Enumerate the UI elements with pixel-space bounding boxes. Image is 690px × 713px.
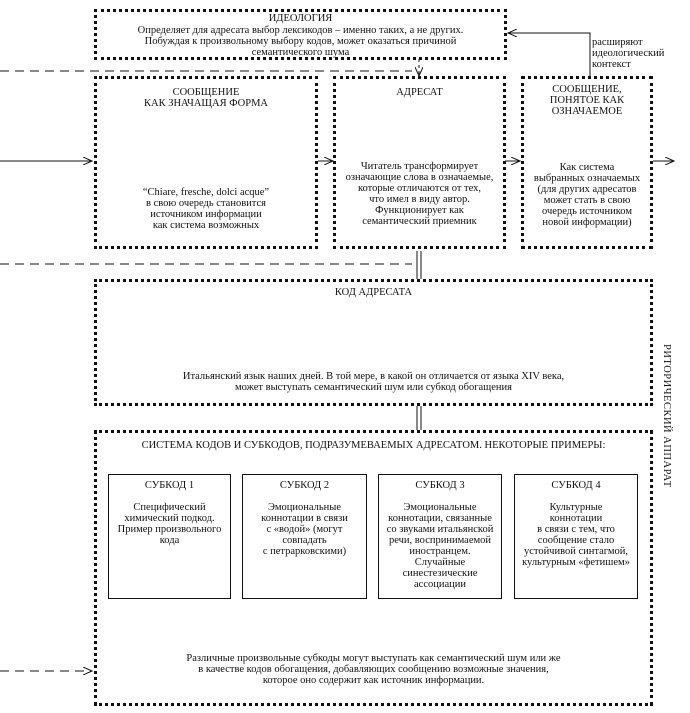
system-footer: Различные произвольные субкоды могут выс… xyxy=(186,653,561,686)
arrow-context-to-ideology xyxy=(508,33,591,76)
subcode-box-3 xyxy=(378,474,502,599)
subcode-box-2 xyxy=(242,474,367,599)
ideology-title: ИДЕОЛОГИЯ xyxy=(268,13,333,24)
message-form-box xyxy=(94,76,318,249)
subcode-2-title: СУБКОД 2 xyxy=(279,480,330,491)
rhetoric-label: РИТОРИЧЕСКИЙ АППАРАТ xyxy=(661,344,672,488)
subcode-4-title: СУБКОД 4 xyxy=(551,480,601,491)
code-title: КОД АДРЕСАТА xyxy=(334,287,413,298)
side-note: расширяют идеологический контекст xyxy=(592,37,665,70)
message-understood-box xyxy=(521,76,653,249)
system-box xyxy=(94,430,653,706)
ideology-box xyxy=(94,9,507,60)
ideology-text: Определяет для адресата выбор лексикодов… xyxy=(137,25,464,58)
code-box xyxy=(94,279,653,406)
message-form-title: СООБЩЕНИЕ КАК ЗНАЧАЩАЯ ФОРМА xyxy=(143,87,269,109)
subcode-3-title: СУБКОД 3 xyxy=(415,480,465,491)
code-text: Итальянский язык наших дней. В той мере,… xyxy=(182,371,565,393)
addressee-box xyxy=(333,76,506,249)
addressee-title: АДРЕСАТ xyxy=(396,87,443,98)
addressee-text: Читатель трансформирует означающие слова… xyxy=(345,161,494,227)
subcode-1-text: Специфический химический подкод. Пример … xyxy=(117,502,222,546)
message-form-text: “Chiare, fresche, dolci acque” в свою оч… xyxy=(142,187,270,231)
subcode-2-text: Эмоциональные коннотации в связи с «водо… xyxy=(261,502,348,557)
subcode-1-title: СУБКОД 1 xyxy=(144,480,195,491)
message-understood-title: СООБЩЕНИЕ, ПОНЯТОЕ КАК ОЗНАЧАЕМОЕ xyxy=(549,84,625,117)
system-title: СИСТЕМА КОДОВ И СУБКОДОВ, ПОДРАЗУМЕВАЕМЫ… xyxy=(141,440,606,451)
message-understood-text: Как система выбранных означаемых (для др… xyxy=(533,162,641,228)
subcode-box-4 xyxy=(514,474,638,599)
subcode-3-text: Эмоциональные коннотации, связанные со з… xyxy=(386,502,494,590)
subcode-4-text: Культурные коннотации в связи с тем, что… xyxy=(522,502,630,568)
subcode-box-1 xyxy=(108,474,231,599)
